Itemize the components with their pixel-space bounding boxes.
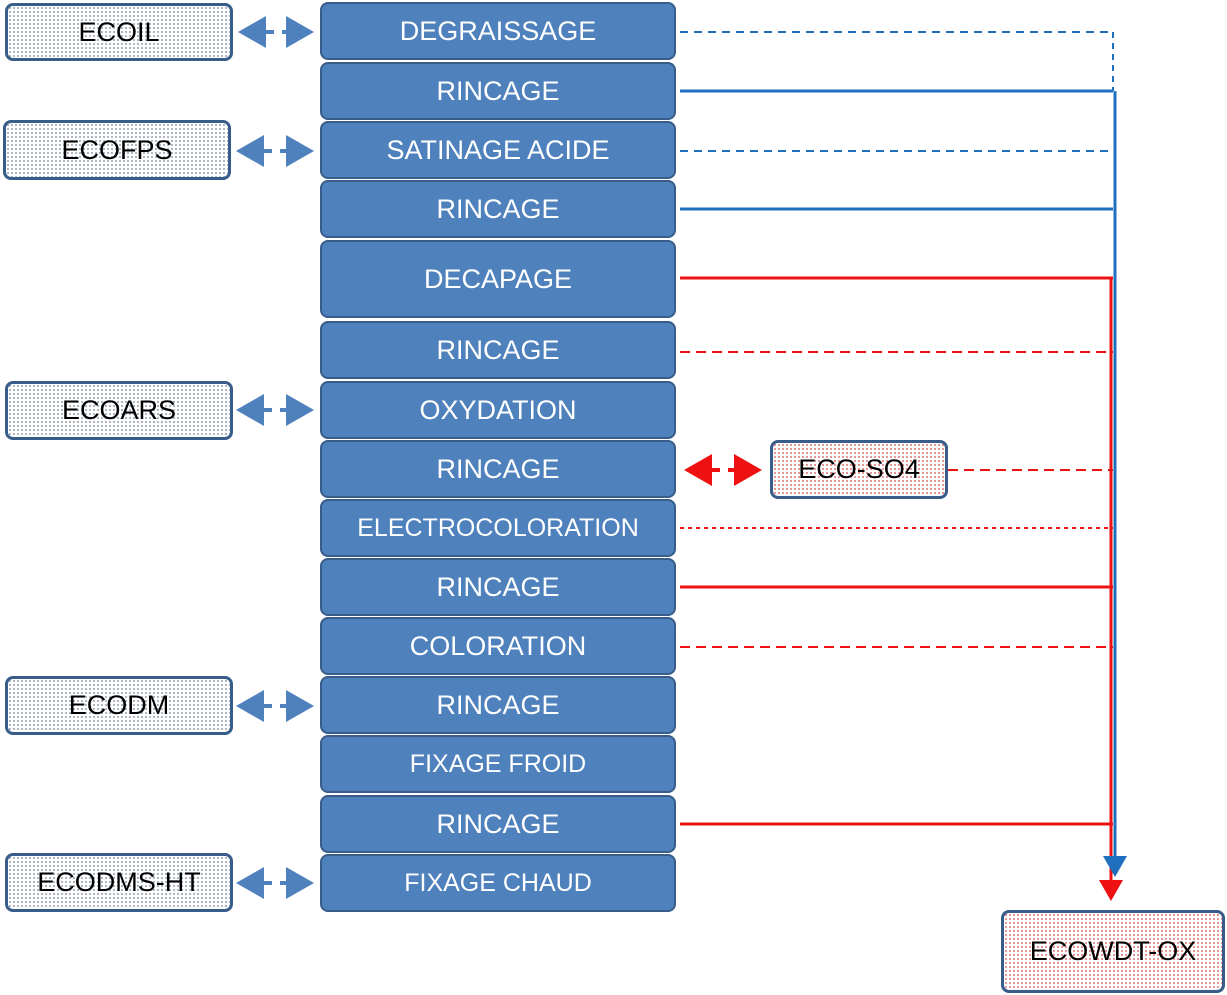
step-oxydation: OXYDATION: [320, 381, 676, 439]
step-rincage: RINCAGE: [320, 676, 676, 734]
step-fixage-chaud: FIXAGE CHAUD: [320, 854, 676, 912]
step-coloration: COLORATION: [320, 617, 676, 675]
step-rincage: RINCAGE: [320, 440, 676, 498]
step-decapage: DECAPAGE: [320, 240, 676, 318]
step-fixage-froid: FIXAGE FROID: [320, 735, 676, 793]
product-ecodm: ECODM: [5, 676, 233, 735]
step-rincage: RINCAGE: [320, 180, 676, 238]
product-ecofps: ECOFPS: [3, 120, 231, 180]
product-ecoars: ECOARS: [5, 381, 233, 440]
product-ecowdt-ox: ECOWDT-OX: [1001, 910, 1225, 993]
product-ecodms-ht: ECODMS-HT: [5, 853, 233, 912]
step-degraissage: DEGRAISSAGE: [320, 2, 676, 60]
step-rincage: RINCAGE: [320, 321, 676, 379]
step-rincage: RINCAGE: [320, 62, 676, 120]
step-electrocoloration: ELECTROCOLORATION: [320, 499, 676, 557]
step-satinage-acide: SATINAGE ACIDE: [320, 121, 676, 179]
product-ecoil: ECOIL: [5, 3, 233, 61]
product-eco-so4: ECO-SO4: [770, 440, 948, 499]
step-rincage: RINCAGE: [320, 558, 676, 616]
step-rincage: RINCAGE: [320, 795, 676, 853]
